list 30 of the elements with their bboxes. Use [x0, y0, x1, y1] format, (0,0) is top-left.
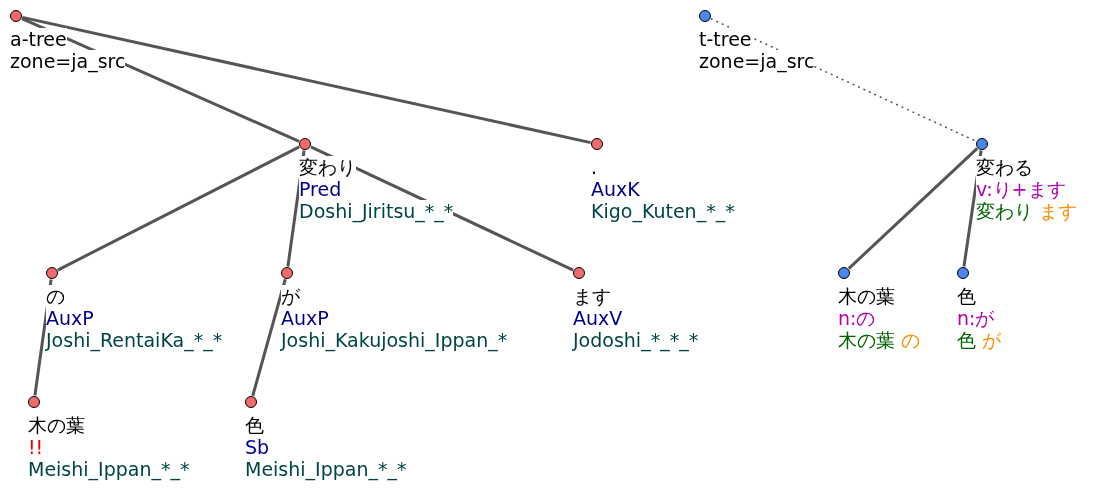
lemma-label: 色: [957, 285, 976, 307]
lemma-label: 変わる: [976, 156, 1033, 178]
word-label: 木の葉: [28, 414, 85, 436]
word-label: ます: [573, 285, 611, 307]
formeme-label: v:り+ます: [976, 178, 1066, 200]
tag-label: Meishi_Ippan_*_*: [28, 458, 190, 480]
word-label: の: [46, 285, 65, 307]
functor-label: Pred: [299, 178, 342, 200]
tag-label: Jodoshi_*_*_*: [573, 329, 699, 351]
word-label: 色: [957, 329, 976, 351]
word-label: 変わり: [299, 156, 356, 178]
word-label: 色: [245, 414, 264, 436]
tree-edge: [847, 147, 979, 270]
formeme-label: n:が: [957, 307, 995, 329]
word-label: が: [281, 285, 300, 307]
particle-label: が: [981, 329, 1001, 351]
tag-label: Joshi_RentaiKa_*_*: [46, 329, 223, 351]
tag-label: Doshi_Jiritsu_*_*: [299, 200, 454, 222]
tag-label: Kigo_Kuten_*_*: [591, 200, 735, 222]
zone-label: zone=ja_src: [699, 50, 815, 72]
tree-edge: [22, 15, 591, 145]
tree-edge: [33, 279, 53, 396]
lemma-label: 木の葉: [838, 285, 895, 307]
tag-label: Meishi_Ippan_*_*: [245, 458, 407, 480]
tree-edge: [57, 145, 300, 272]
word-label: 木の葉: [838, 329, 895, 351]
tree-edge: [251, 278, 287, 397]
tag-label: Joshi_Kakujoshi_Ippan_*: [281, 329, 508, 351]
zone-label: zone=ja_src: [10, 50, 126, 72]
functor-label: AuxP: [46, 307, 94, 329]
